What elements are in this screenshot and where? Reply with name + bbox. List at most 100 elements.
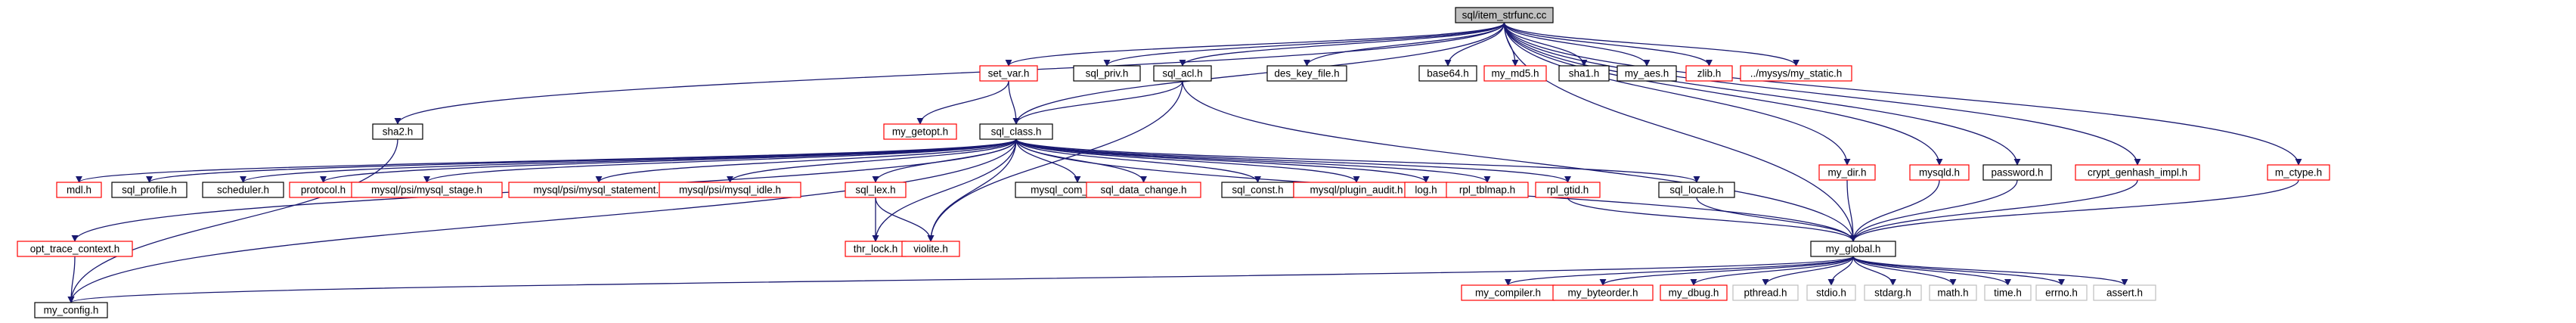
node-scheduler[interactable]: scheduler.h [202,182,284,198]
node-zlib-box [1685,65,1733,82]
node-sha2[interactable]: sha2.h [372,123,423,140]
node-violite[interactable]: violite.h [901,241,960,257]
node-sql_priv-label: sql_priv.h [1086,68,1129,79]
node-my_compiler[interactable]: my_compiler.h [1461,284,1555,301]
node-my_getopt[interactable]: my_getopt.h [883,123,957,140]
node-my_dir[interactable]: my_dir.h [1818,164,1876,181]
node-protocol[interactable]: protocol.h [289,182,358,198]
edge-sql_class-to-thr_lock [872,138,1017,242]
node-my_aes[interactable]: my_aes.h [1617,65,1677,82]
node-psi_statement[interactable]: mysql/psi/mysql_statement.h [508,182,690,198]
edge-root-to-my_static [1503,22,1799,67]
node-my_static[interactable]: ../mysys/my_static.h [1740,65,1852,82]
node-stdarg: stdarg.h [1864,284,1922,301]
node-sha2-box [372,123,423,140]
node-psi_stage[interactable]: mysql/psi/mysql_stage.h [351,182,503,198]
node-my_getopt-label: my_getopt.h [892,126,948,138]
edge-password-to-my_global [1849,179,2018,242]
node-zlib[interactable]: zlib.h [1685,65,1733,82]
node-log[interactable]: log.h [1404,182,1448,198]
node-mysqld[interactable]: mysqld.h [1909,164,1970,181]
node-set_var[interactable]: set_var.h [979,65,1038,82]
node-opt_trace_context[interactable]: opt_trace_context.h [17,241,133,257]
node-my_config[interactable]: my_config.h [34,302,108,318]
node-crypt_genhash[interactable]: crypt_genhash_impl.h [2075,164,2200,181]
edge-root-to-sha2 [394,22,1505,125]
edge-sql_class-to-log [1015,138,1430,183]
node-plugin_audit[interactable]: mysql/plugin_audit.h [1293,182,1420,198]
node-stdio: stdio.h [1806,284,1856,301]
node-protocol-label: protocol.h [301,185,346,196]
node-sql_lex-box [845,182,907,198]
node-m_ctype[interactable]: m_ctype.h [2267,164,2330,181]
node-math-label: math.h [1937,287,1968,299]
node-sql_acl[interactable]: sql_acl.h [1153,65,1212,82]
node-errno: errno.h [2035,284,2088,301]
node-psi_stage-box [351,182,503,198]
node-rpl_tblmap-label: rpl_tblmap.h [1459,185,1515,196]
node-my_getopt-box [883,123,957,140]
node-thr_lock-label: thr_lock.h [854,244,898,255]
edge-sql_class-to-psi_statement [595,138,1017,183]
node-base64[interactable]: base64.h [1418,65,1477,82]
node-stdarg-box [1864,284,1922,301]
node-rpl_tblmap[interactable]: rpl_tblmap.h [1446,182,1529,198]
node-opt_trace_context-box [17,241,133,257]
node-stdio-label: stdio.h [1816,287,1846,299]
node-my_global-box [1810,241,1896,257]
node-sql_class[interactable]: sql_class.h [979,123,1053,140]
node-my_byteorder[interactable]: my_byteorder.h [1552,284,1654,301]
node-my_md5[interactable]: my_md5.h [1483,65,1547,82]
node-set_var-label: set_var.h [988,68,1030,79]
node-scheduler-label: scheduler.h [217,185,269,196]
edge-root-to-base64 [1444,22,1505,67]
edge-root-to-sha1 [1503,22,1588,67]
node-password[interactable]: password.h [1982,164,2052,181]
node-root-box [1455,7,1554,23]
node-my_dbug[interactable]: my_dbug.h [1660,284,1728,301]
edge-root-to-m_ctype [1503,22,2302,166]
edge-sql_lex-to-violite [875,197,935,242]
node-my_byteorder-label: my_byteorder.h [1567,287,1638,299]
node-thr_lock[interactable]: thr_lock.h [845,241,907,257]
node-sql_priv[interactable]: sql_priv.h [1073,65,1141,82]
node-psi_idle[interactable]: mysql/psi/mysql_idle.h [659,182,801,198]
node-sha1-label: sha1.h [1569,68,1600,79]
node-time-label: time.h [1994,287,2022,299]
edge-root-to-my_aes [1503,22,1651,67]
edge-root-to-zlib [1503,22,1713,67]
node-sql_data_change[interactable]: sql_data_change.h [1086,182,1201,198]
edge-my_global-to-stdio [1827,256,1854,286]
node-math: math.h [1929,284,1977,301]
node-my_md5-label: my_md5.h [1491,68,1539,79]
node-base64-box [1418,65,1477,82]
node-mdl[interactable]: mdl.h [56,182,102,198]
node-rpl_gtid[interactable]: rpl_gtid.h [1535,182,1601,198]
node-pthread: pthread.h [1732,284,1799,301]
edge-sql_class-to-rpl_tblmap [1015,138,1491,183]
node-sql_profile[interactable]: sql_profile.h [111,182,188,198]
edge-my_global-to-assert [1852,256,2128,286]
node-sql_lex-label: sql_lex.h [855,185,895,196]
node-my_static-label: ../mysys/my_static.h [1750,68,1843,79]
edge-my_global-to-time [1852,256,2011,286]
edge-crypt_genhash-to-my_global [1849,179,2138,242]
node-my_aes-label: my_aes.h [1625,68,1669,79]
node-des_key_file[interactable]: des_key_file.h [1266,65,1347,82]
edge-my_global-to-my_compiler [1505,256,1854,286]
node-sql_lex[interactable]: sql_lex.h [845,182,907,198]
node-sql_locale[interactable]: sql_locale.h [1658,182,1735,198]
node-mdl-label: mdl.h [67,185,91,196]
edge-root-to-my_dir [1503,22,1851,166]
node-sha1[interactable]: sha1.h [1558,65,1610,82]
node-my_global[interactable]: my_global.h [1810,241,1896,257]
node-pthread-box [1732,284,1799,301]
node-password-label: password.h [1991,167,2043,179]
node-mysqld-label: mysqld.h [1919,167,1960,179]
node-my_dbug-label: my_dbug.h [1669,287,1719,299]
node-assert-label: assert.h [2106,287,2143,299]
edge-my_global-to-my_byteorder [1599,256,1854,286]
node-my_config-box [34,302,108,318]
node-stdarg-label: stdarg.h [1874,287,1911,299]
node-sql_const[interactable]: sql_const.h [1221,182,1294,198]
